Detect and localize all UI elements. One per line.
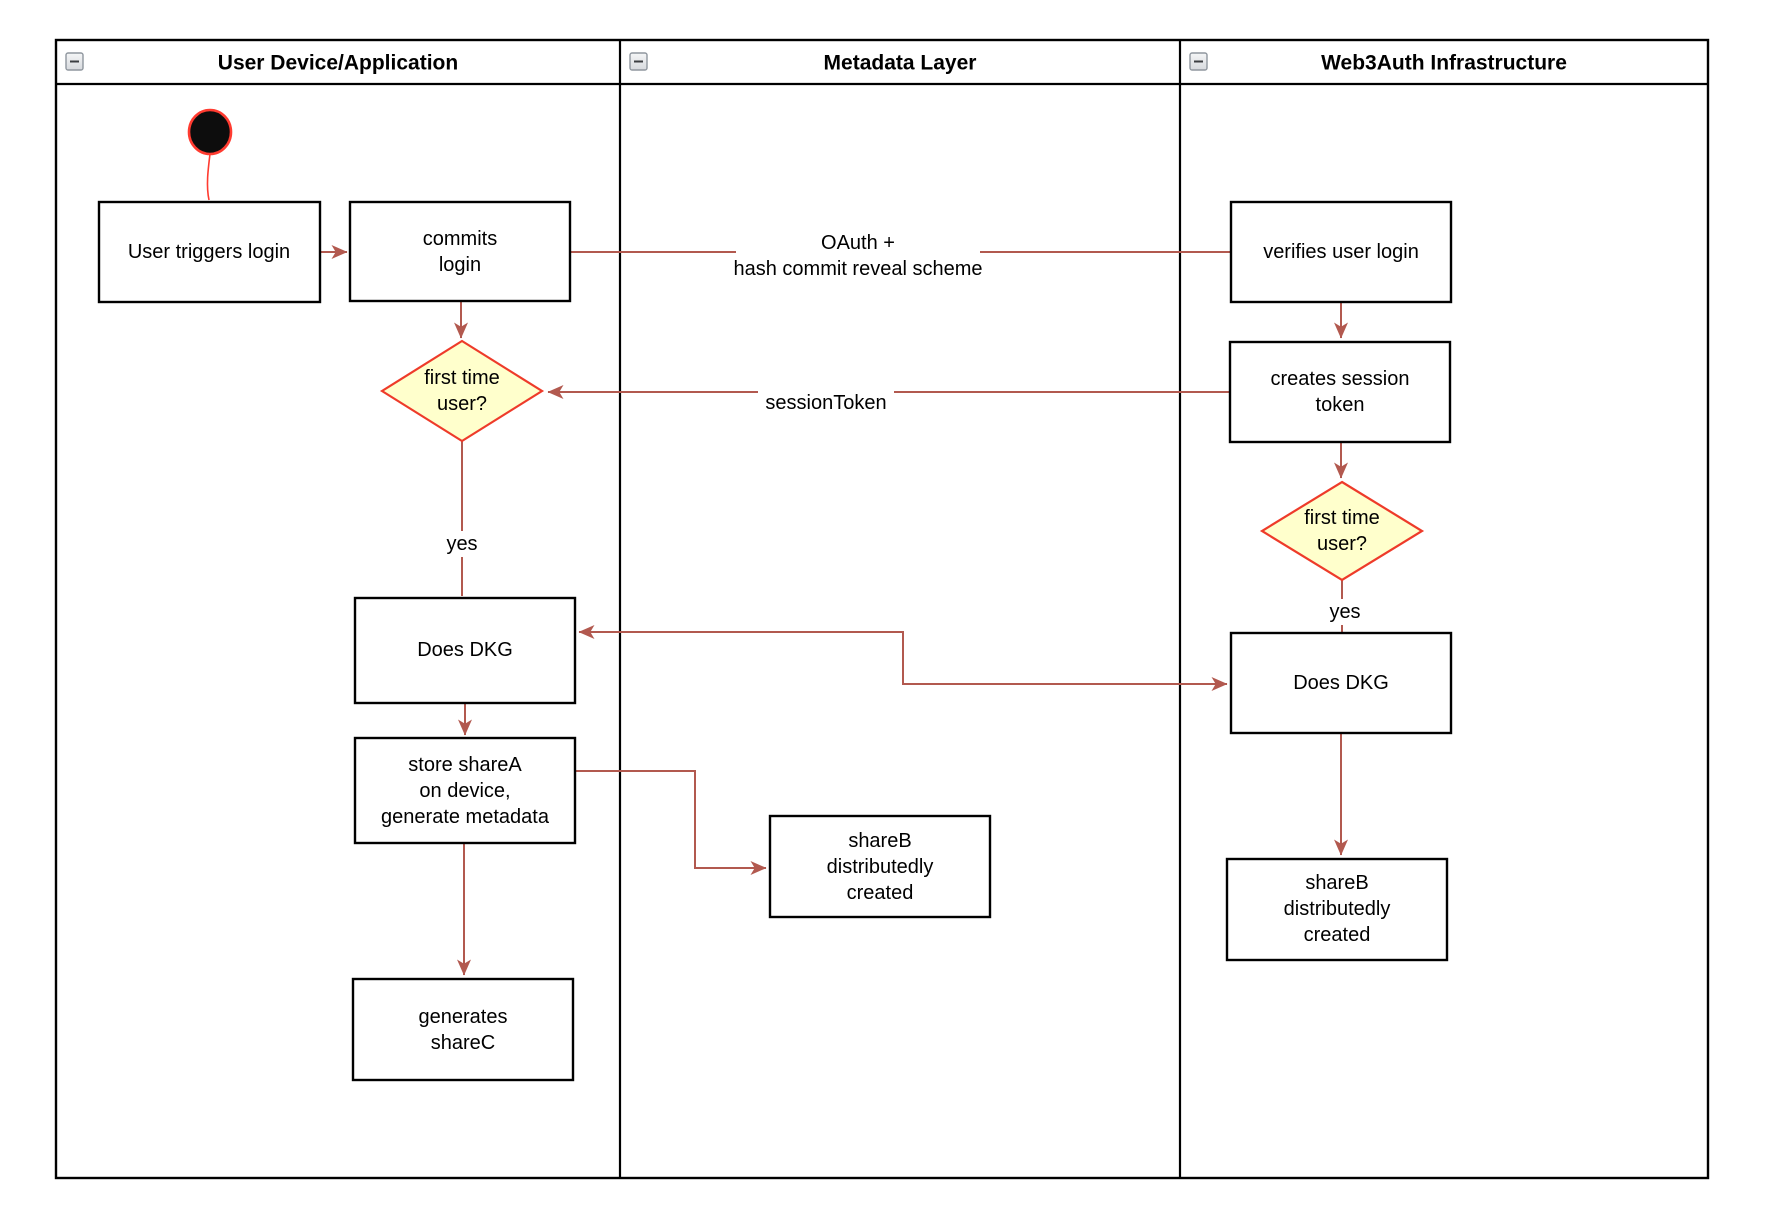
lane-header-metadata-layer: Metadata Layer (629, 52, 977, 75)
lane-header-user-device: User Device/Application (65, 52, 458, 75)
lane-title-web3auth: Web3Auth Infrastructure (1321, 52, 1567, 75)
node-commits-login[interactable]: commits login (348, 200, 572, 303)
node-does-dkg-device[interactable]: Does DKG (353, 596, 577, 705)
svg-text:shareB: shareB (848, 830, 911, 852)
svg-text:OAuth +: OAuth + (821, 232, 895, 254)
node-user-triggers-login[interactable]: User triggers login (97, 200, 322, 304)
svg-text:token: token (1316, 394, 1365, 416)
svg-text:shareC: shareC (431, 1032, 495, 1054)
svg-text:user?: user? (437, 393, 487, 415)
node-verifies-user-login[interactable]: verifies user login (1229, 200, 1453, 304)
edge-start-to-user-triggers (206, 153, 211, 201)
svg-text:distributedly: distributedly (1284, 898, 1391, 920)
svg-text:commits: commits (423, 228, 497, 250)
edge-store-to-shareb-metadata (575, 770, 767, 875)
svg-text:on device,: on device, (419, 780, 510, 802)
svg-text:User triggers login: User triggers login (128, 241, 290, 263)
node-creates-session-token[interactable]: creates session token (1228, 340, 1452, 444)
yes-label-web3: yes (1326, 599, 1364, 625)
svg-text:created: created (1304, 924, 1371, 946)
node-does-dkg-web3[interactable]: Does DKG (1229, 631, 1453, 735)
svg-text:first time: first time (424, 367, 500, 389)
svg-text:verifies user login: verifies user login (1263, 241, 1419, 263)
svg-text:first time: first time (1304, 507, 1380, 529)
svg-text:sessionToken: sessionToken (765, 392, 886, 414)
edge-labels: OAuth + hash commit reveal scheme sessio… (444, 230, 1364, 625)
collapse-icon[interactable] (65, 52, 84, 71)
node-generates-sharec[interactable]: generates shareC (351, 977, 575, 1082)
yes-label-device: yes (444, 531, 481, 557)
lane-title-metadata-layer: Metadata Layer (824, 52, 977, 75)
collapse-icon[interactable] (1189, 52, 1208, 71)
lane-title-user-device: User Device/Application (218, 52, 458, 75)
svg-text:creates session: creates session (1271, 368, 1410, 390)
lane-header-web3auth: Web3Auth Infrastructure (1189, 52, 1567, 75)
swimlane-pool: User Device/Application Metadata Layer W… (54, 38, 1710, 1180)
session-token-label: sessionToken (758, 389, 894, 417)
oauth-label: OAuth + hash commit reveal scheme (734, 230, 983, 282)
decision-first-time-user-device[interactable]: first time user? (379, 339, 545, 443)
svg-text:Does DKG: Does DKG (417, 639, 513, 661)
node-shareb-metadata[interactable]: shareB distributedly created (768, 814, 992, 919)
node-shareb-web3[interactable]: shareB distributedly created (1225, 857, 1449, 962)
node-store-sharea[interactable]: store shareA on device, generate metadat… (353, 736, 577, 845)
svg-text:shareB: shareB (1305, 872, 1368, 894)
collapse-icon[interactable] (629, 52, 648, 71)
svg-text:yes: yes (1329, 601, 1360, 623)
svg-text:generates: generates (419, 1006, 508, 1028)
svg-text:generate metadata: generate metadata (381, 806, 550, 828)
svg-text:yes: yes (446, 533, 477, 555)
svg-text:store shareA: store shareA (408, 754, 522, 776)
svg-text:login: login (439, 254, 481, 276)
edge-dkg-bidirectional (578, 625, 1228, 691)
svg-text:created: created (847, 882, 914, 904)
svg-text:user?: user? (1317, 533, 1367, 555)
svg-text:hash commit reveal scheme: hash commit reveal scheme (734, 258, 983, 280)
start-node[interactable] (187, 108, 233, 156)
pool-border (54, 38, 1710, 1180)
decision-first-time-user-web3[interactable]: first time user? (1259, 480, 1425, 582)
svg-text:distributedly: distributedly (827, 856, 934, 878)
svg-text:Does DKG: Does DKG (1293, 672, 1389, 694)
